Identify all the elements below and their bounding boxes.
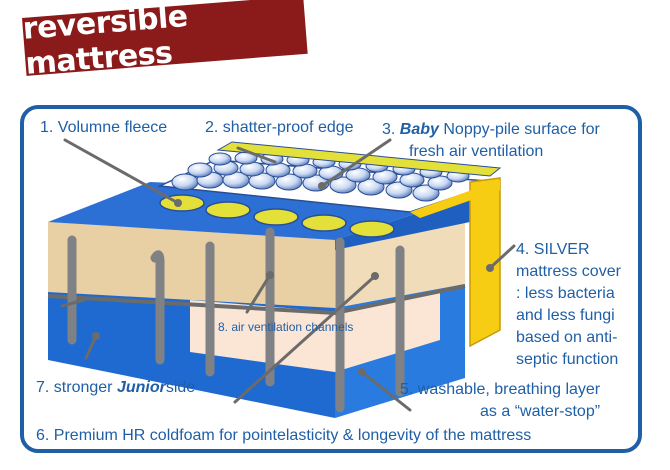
- label-silver-line3: : less bacteria: [516, 285, 615, 302]
- spring: [150, 250, 165, 365]
- label-silver-line1: 4. SILVER: [516, 241, 590, 258]
- label-baby-highlight: Baby: [399, 121, 439, 138]
- label-noppy-pile-line2: fresh air ventilation: [409, 143, 544, 160]
- label-silver-line4: and less fungi: [516, 307, 615, 324]
- label-junior-highlight: Junior: [116, 379, 166, 396]
- leader-lines: [60, 138, 516, 412]
- label-silver-line5: based on anti-: [516, 329, 618, 346]
- fleece-pads: [159, 194, 395, 238]
- noppy-pile-bubbles: [171, 151, 470, 202]
- label-shatter-proof-edge: 2. shatter-proof edge: [205, 119, 354, 136]
- springs: [67, 227, 405, 413]
- label-silver-line2: mattress cover: [516, 263, 621, 280]
- label-silver-line6: septic function: [516, 351, 619, 368]
- label-washable-layer: 5. washable, breathing layer: [400, 381, 601, 398]
- label-volumne-fleece: 1. Volumne fleece: [40, 119, 168, 136]
- label-noppy-pile: 3. Baby Noppy-pile surface for: [382, 121, 600, 138]
- label-water-stop: as a “water-stop”: [480, 403, 601, 420]
- label-junior-side: 7. stronger Juniorside: [36, 379, 196, 396]
- silver-cover-top: [410, 180, 500, 218]
- label-coldfoam: 6. Premium HR coldfoam for pointelastici…: [36, 427, 532, 444]
- shatter-proof-edge: [216, 141, 502, 177]
- leader-dots: [92, 182, 494, 376]
- silver-cover-panel: [469, 177, 501, 348]
- label-air-channels: 8. air ventilation channels: [218, 320, 354, 334]
